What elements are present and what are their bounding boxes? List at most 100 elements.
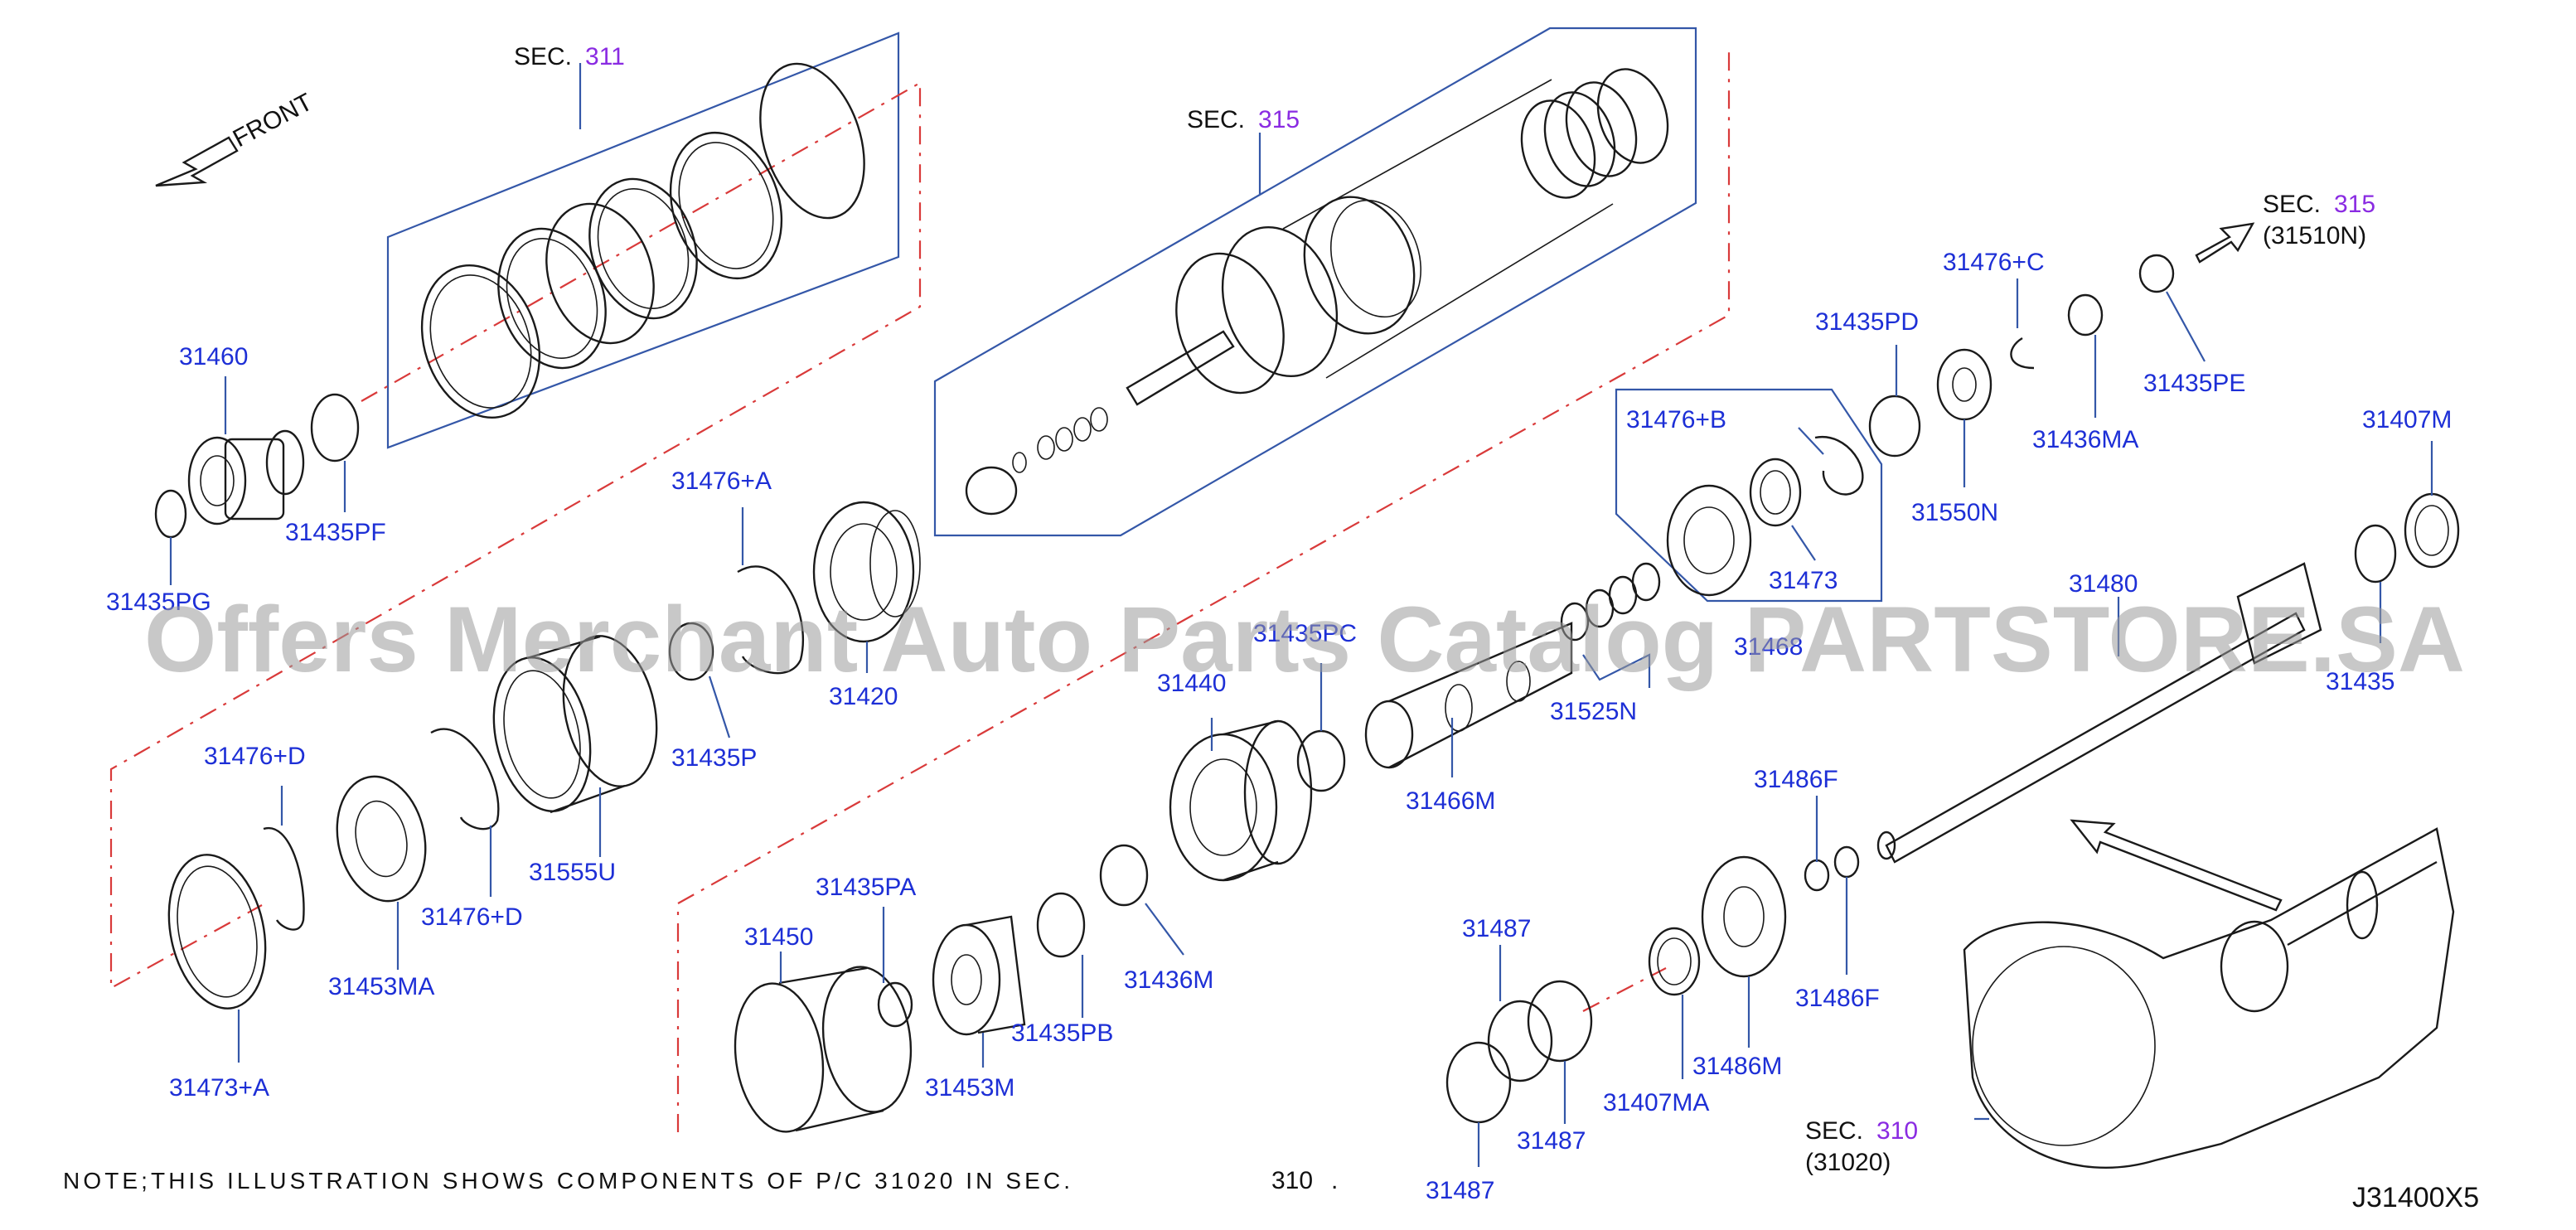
part-label[interactable]: 31480 [2069, 570, 2138, 598]
note-suffix: . [1331, 1167, 1338, 1194]
sub-assembly-box [1615, 388, 1883, 603]
illustration-note: NOTE;THIS ILLUSTRATION SHOWS COMPONENTS … [63, 1168, 1073, 1194]
carrier-31420 [812, 501, 921, 643]
bearing-31473 [1749, 458, 1802, 527]
washer-31435pg [154, 489, 187, 539]
part-label[interactable]: 31486M [1692, 1053, 1782, 1080]
washer-31435pe [2138, 254, 2175, 293]
shaft-31466m [1364, 622, 1573, 769]
phantom-line-lower [1582, 967, 1667, 1012]
ring-31486f-upper [1804, 859, 1830, 892]
part-label[interactable]: 31525N [1550, 698, 1637, 725]
part-label[interactable]: 31453MA [328, 973, 434, 1000]
ring-31487-c [1445, 1041, 1512, 1124]
arrow-sec-315-icon [2195, 222, 2255, 264]
gear-31468 [1666, 484, 1752, 597]
sec-310-label: SEC.310 [1805, 1117, 1918, 1145]
part-label[interactable]: 31476+C [1943, 249, 2045, 276]
part-label[interactable]: 31460 [179, 343, 248, 370]
part-label[interactable]: 31435PG [106, 588, 211, 616]
shaft-31480 [1876, 562, 2322, 864]
washer-31436m [1099, 844, 1149, 907]
sec-310-sub: (31020) [1805, 1149, 1891, 1176]
part-label[interactable]: 31435PC [1253, 620, 1357, 647]
part-label[interactable]: 31450 [744, 923, 813, 951]
sec-311-clutch-pack [420, 62, 865, 419]
gear-31550n [1936, 348, 1993, 421]
part-label[interactable]: 31435PB [1011, 1019, 1113, 1047]
part-label[interactable]: 31435P [671, 744, 757, 772]
part-label[interactable]: 31476+D [204, 743, 306, 770]
part-label[interactable]: 31435PF [285, 519, 386, 546]
part-label[interactable]: 31487 [1517, 1127, 1586, 1155]
part-label[interactable]: 31487 [1426, 1177, 1494, 1204]
carrier-31440 [1169, 719, 1313, 882]
part-label[interactable]: 31476+D [421, 903, 523, 931]
sec-311-label: SEC.311 [514, 43, 625, 70]
sec-315-drum-assembly [965, 68, 1669, 516]
leader-lines [169, 63, 2433, 1167]
gear-31453m [932, 915, 1026, 1036]
arrow-direction-icon [2070, 819, 2283, 912]
part-label[interactable]: 31468 [1734, 633, 1803, 661]
gear-31486m [1701, 855, 1787, 978]
note-section-number: 310 [1271, 1167, 1313, 1194]
snap-ring-31476a [737, 565, 805, 675]
part-label[interactable]: 31435PD [1815, 308, 1919, 336]
drum-31450 [734, 966, 913, 1133]
snap-ring-31476d-upper [430, 728, 500, 830]
gear-31453ma [336, 775, 427, 903]
part-label[interactable]: 31435PA [816, 874, 916, 901]
part-label[interactable]: 31436M [1124, 966, 1213, 994]
snap-ring-31476d-lower [263, 826, 305, 931]
front-arrow-icon [155, 136, 239, 187]
washer-31435p [668, 622, 714, 681]
plate-31473a [167, 854, 267, 1010]
ring-31487-b [1487, 1000, 1553, 1082]
part-label[interactable]: 31436MA [2032, 426, 2138, 453]
washer-31435pf [310, 393, 360, 462]
part-label[interactable]: 31486F [1754, 766, 1838, 793]
washer-31435pb [1036, 892, 1086, 958]
sec-311-box [386, 31, 900, 449]
ring-31487-a [1527, 980, 1593, 1063]
washer-31435pa [877, 981, 913, 1028]
part-label[interactable]: 31473 [1769, 567, 1838, 594]
washers-31525n [1560, 562, 1661, 642]
part-label[interactable]: 31435 [2326, 668, 2394, 695]
part-label[interactable]: 31550N [1911, 499, 1998, 526]
sec-315-right-sub: (31510N) [2263, 222, 2366, 249]
part-label[interactable]: 31453M [925, 1074, 1014, 1102]
washer-31435 [2354, 524, 2397, 584]
washer-31435pd [1868, 395, 1921, 458]
snap-ring-31476c [2010, 337, 2035, 370]
sec-315-box [933, 27, 1697, 537]
phantom-line-middle [676, 50, 1731, 1132]
washer-31436ma [2067, 293, 2104, 337]
part-label[interactable]: 31486F [1795, 985, 1880, 1012]
part-label[interactable]: 31473+A [169, 1074, 269, 1102]
drum-31555u [492, 635, 658, 814]
phantom-line-upper [109, 81, 922, 990]
watermark-text: Offers Merchant Auto Parts Catalog PARTS… [144, 588, 2465, 691]
part-label[interactable]: 31476+A [671, 467, 772, 495]
ring-31486f-lower [1833, 845, 1860, 879]
part-label[interactable]: 31476+B [1626, 406, 1726, 433]
sec-315-label: SEC.315 [1187, 106, 1300, 133]
part-label[interactable]: 31420 [829, 683, 898, 710]
part-label[interactable]: 31435PE [2143, 370, 2245, 397]
front-label: FRONT [229, 89, 317, 153]
part-label[interactable]: 31555U [529, 859, 616, 886]
part-label[interactable]: 31487 [1462, 915, 1531, 942]
snap-ring-31476b [1814, 435, 1864, 496]
part-label[interactable]: 31407MA [1603, 1089, 1709, 1116]
seal-31407ma [1648, 927, 1701, 996]
washer-31435pc [1296, 729, 1346, 792]
part-label[interactable]: 31440 [1157, 670, 1226, 697]
part-label[interactable]: 31466M [1406, 787, 1495, 815]
part-label[interactable]: 31407M [2362, 406, 2452, 433]
sec-315-right-label: SEC.315 [2263, 191, 2375, 218]
gear-31460 [187, 429, 305, 525]
drawing-code: J31400X5 [2352, 1182, 2479, 1213]
